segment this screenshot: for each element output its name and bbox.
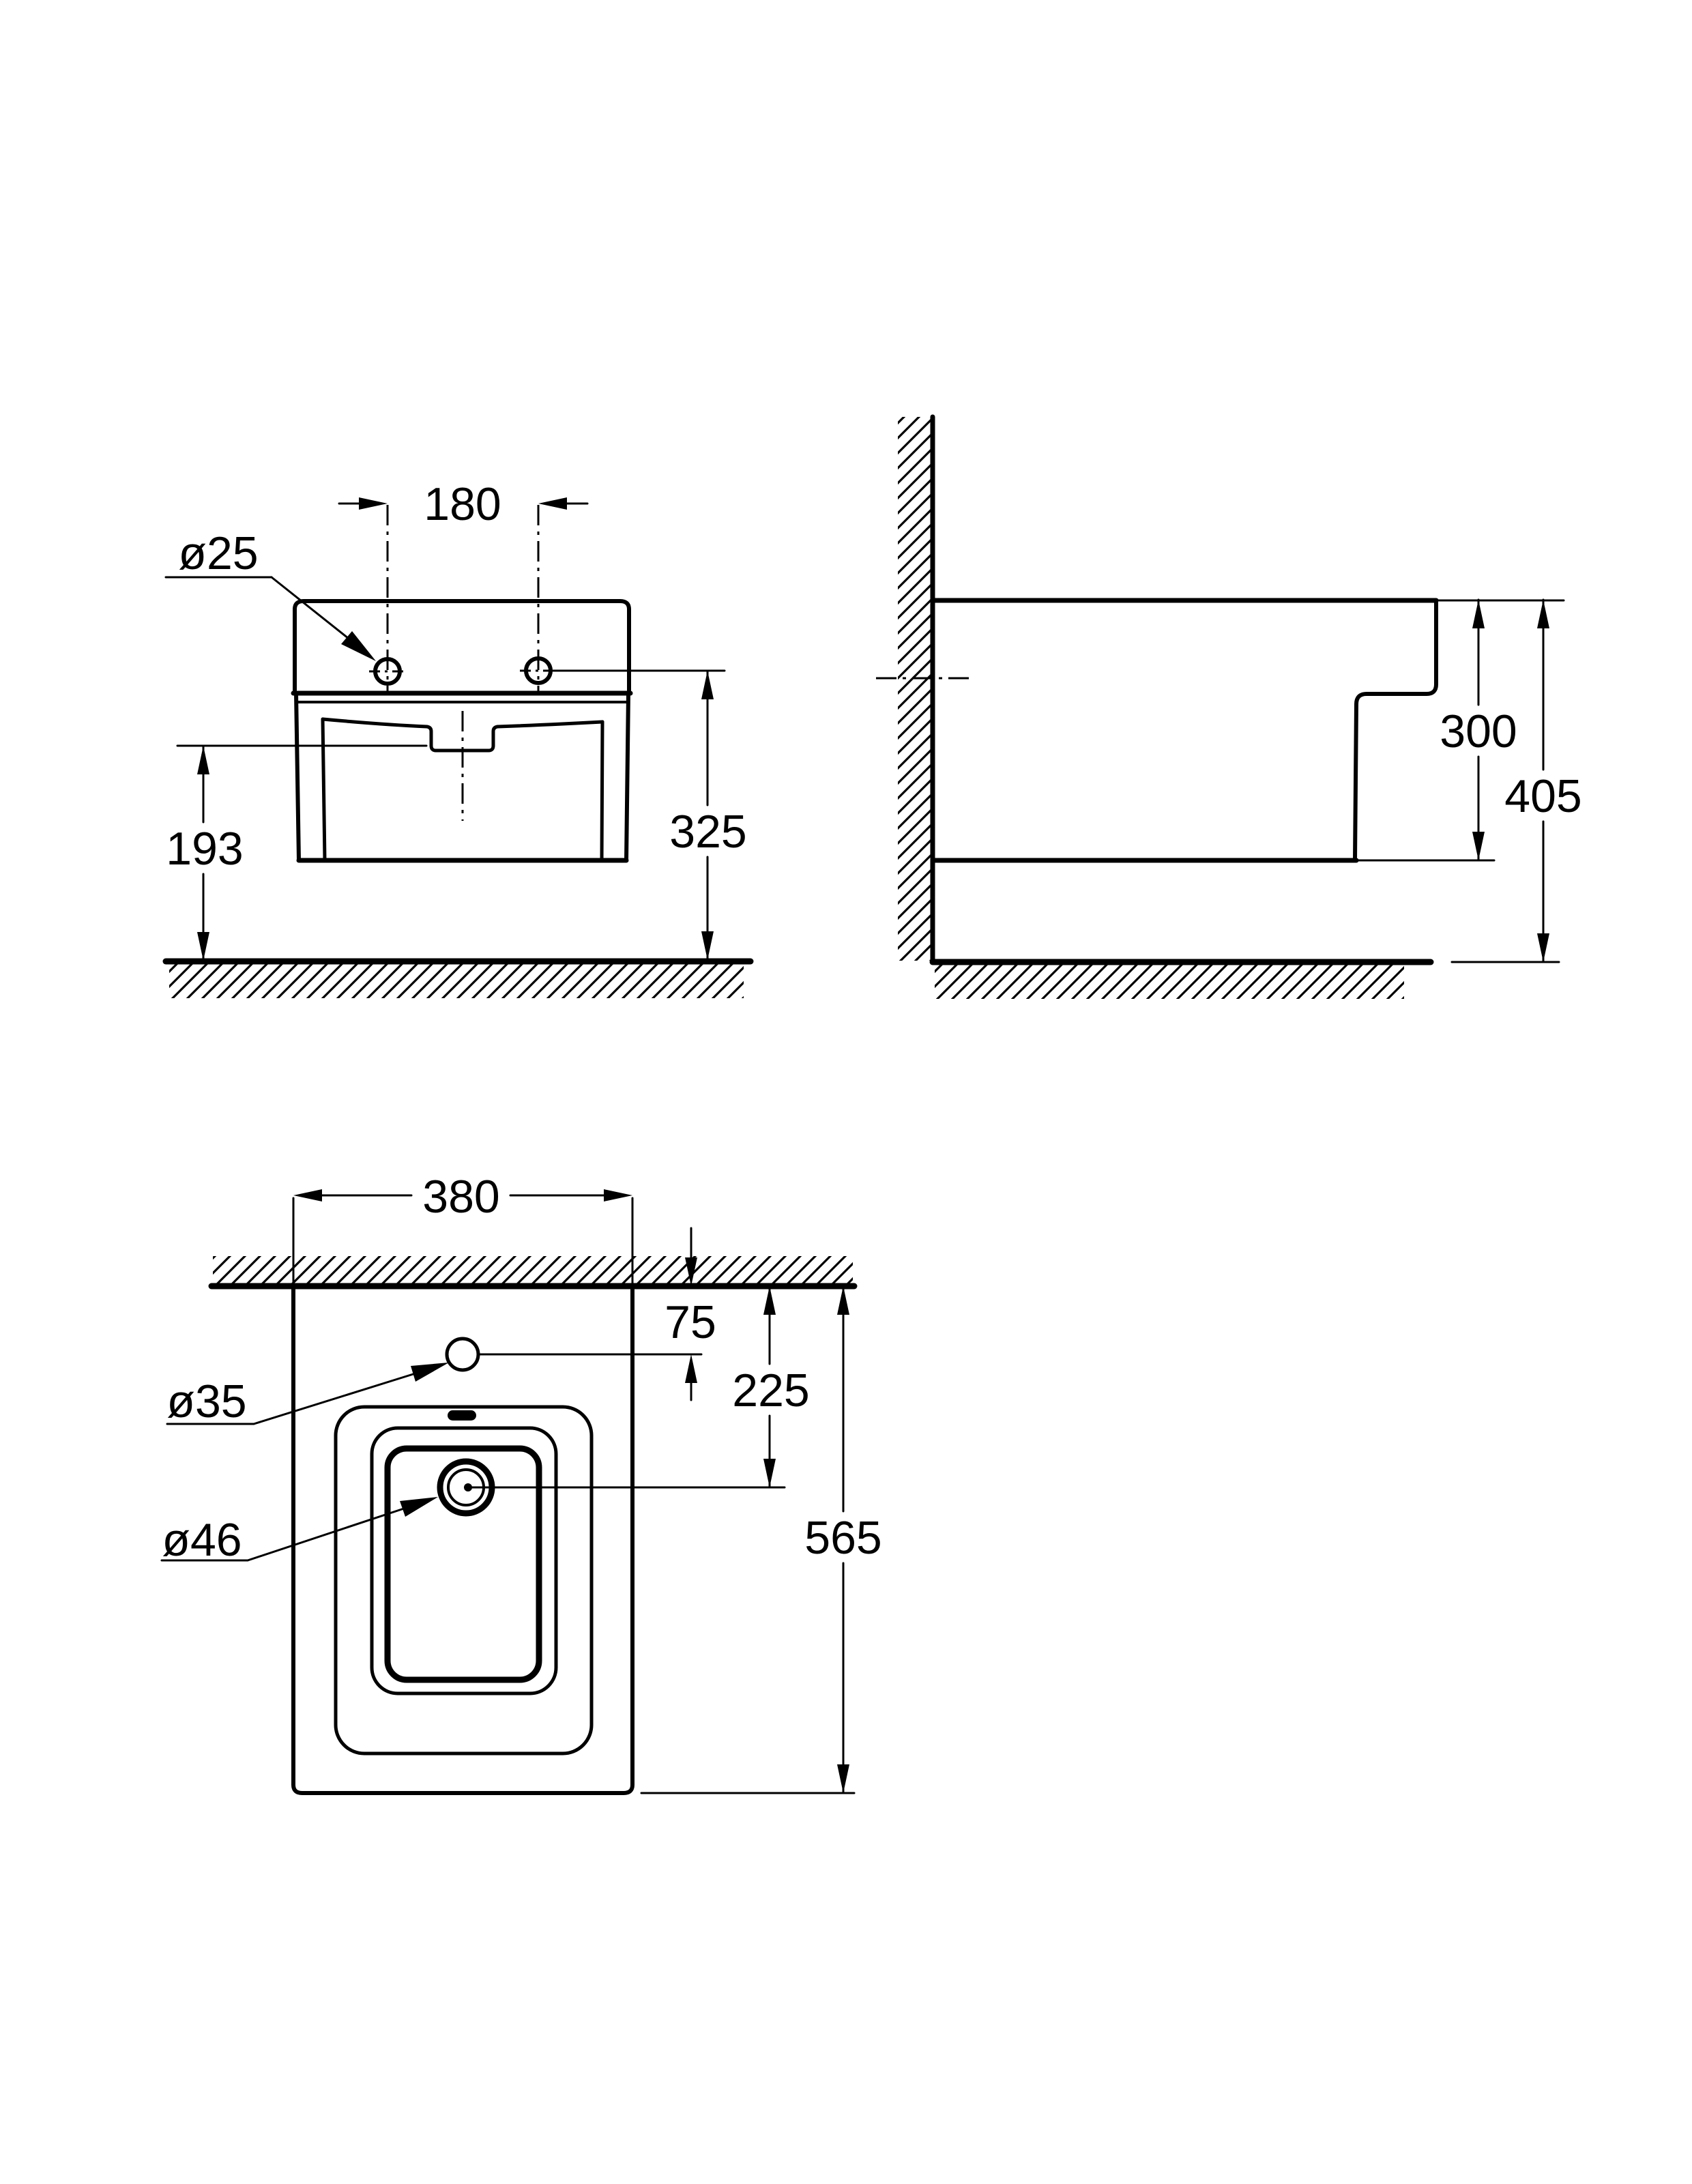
plan-fixture-outline [291,1285,634,1795]
leader-arrowhead-icon [341,631,376,661]
dim-text-reference-height: 193 [166,823,243,875]
dim-width-380: 380 [292,1171,634,1287]
front-view: 180 ø25 325 193 [162,478,754,998]
dim-depth-565: 565 [640,1285,882,1794]
dim-text-depth: 565 [804,1512,881,1564]
arrowhead-down-icon [837,1764,849,1793]
dim-text-hole-height: 325 [669,806,746,858]
label-tap-hole: ø35 [166,1363,449,1427]
label-text-drain: ø46 [162,1514,242,1566]
label-drain: ø46 [160,1497,438,1566]
arrowhead-down-icon [1537,933,1549,962]
front-tank-outline [293,599,631,695]
plan-overflow-slot [448,1410,476,1421]
leader-arrowhead-icon [400,1497,438,1517]
arrowhead-up-icon [685,1354,697,1383]
arrowhead-left-icon [538,497,567,510]
front-body-left-edge [294,691,301,862]
leader-arrowhead-icon [411,1363,449,1382]
arrowhead-up-icon [837,1286,849,1315]
plan-basin-inner-rim [384,1445,542,1683]
plan-view: 380 75 [160,1171,882,1795]
label-text-tap-hole: ø35 [166,1375,246,1427]
arrowhead-left-icon [293,1189,322,1202]
arrowhead-down-icon [685,1257,697,1286]
arrowhead-down-icon [1472,832,1485,860]
label-text-hole-diameter: ø25 [178,527,258,579]
arrowhead-down-icon [763,1459,776,1487]
dim-body-height-300: 300 [1440,598,1517,862]
front-body-right-edge [624,691,630,862]
arrowhead-up-icon [1537,600,1549,628]
plan-wall-hatching [213,1256,853,1285]
arrowhead-right-icon [359,497,388,510]
dim-top-height-405: 405 [1504,598,1582,963]
dim-text-tap-hole-offset: 75 [665,1296,716,1348]
dim-text-drain-offset: 225 [732,1365,809,1416]
plan-tap-hole [445,1337,480,1372]
plan-drain-center-dot [464,1483,472,1491]
plan-drain [437,1458,786,1517]
arrowhead-down-icon [701,931,714,960]
arrowhead-up-icon [701,671,714,699]
dim-tap-hole-offset-75: 75 [665,1227,716,1401]
dim-text-hole-spacing: 180 [424,478,501,530]
plan-basin-middle-rim [370,1426,558,1695]
side-wall-hatching [898,417,931,961]
dim-hole-spacing-180: 180 [338,478,589,530]
front-basin-left-edge [321,717,327,862]
dim-reference-height-193: 193 [166,744,428,962]
dim-hole-height-325: 325 [551,669,747,961]
leader-line [252,1371,419,1425]
arrowhead-up-icon [197,746,209,774]
front-floor-hatching [169,964,744,998]
arrowhead-down-icon [197,932,209,961]
dim-text-top-height: 405 [1504,770,1581,822]
side-profile-step [1353,598,1438,862]
arrowhead-right-icon [604,1189,632,1202]
arrowhead-up-icon [763,1286,776,1315]
leader-line [246,1507,405,1562]
side-floor-hatching [935,965,1404,999]
arrowhead-up-icon [1472,600,1485,628]
dim-text-body-height: 300 [1440,705,1517,757]
side-view: 300 405 [876,414,1582,999]
dim-text-width: 380 [422,1171,499,1223]
dim-drain-offset-225: 225 [732,1285,810,1489]
plan-basin-outer-rim [334,1405,594,1756]
label-tap-hole-diameter: ø25 [164,527,376,661]
